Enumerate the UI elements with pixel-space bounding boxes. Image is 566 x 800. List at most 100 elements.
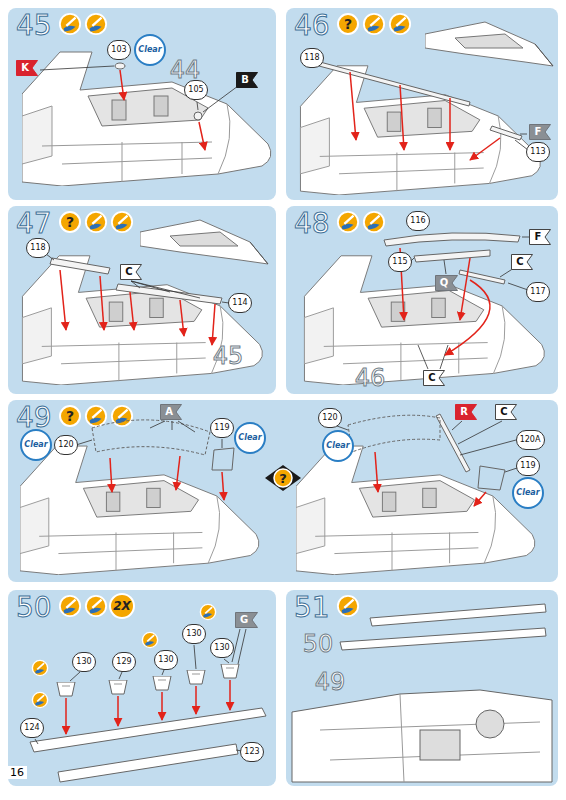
callout-number: 120 xyxy=(54,435,78,455)
flag-outline xyxy=(530,230,551,245)
aircraft-nose xyxy=(20,22,553,575)
callout-text: 118 xyxy=(304,54,319,62)
callout-text: 118 xyxy=(30,244,45,252)
callout-text: 119 xyxy=(520,462,535,470)
callout-number: 113 xyxy=(526,142,550,162)
assembly-arrow xyxy=(445,280,490,355)
kit-part xyxy=(194,112,202,120)
assembly-arrow xyxy=(375,452,378,492)
paint-icon xyxy=(142,632,157,647)
assembly-arrow xyxy=(117,696,119,726)
callout-number: 119 xyxy=(516,456,540,476)
paint-icon xyxy=(338,596,358,616)
kit-part xyxy=(420,730,460,760)
callout-number: 118 xyxy=(300,48,324,68)
paint-icon xyxy=(364,212,384,232)
leader-line xyxy=(460,440,516,455)
flag-outline xyxy=(424,371,445,386)
kit-part xyxy=(476,710,504,738)
leader-line xyxy=(35,739,38,744)
callout-text: 115 xyxy=(392,258,407,266)
assembly-arrow xyxy=(195,686,197,714)
pylon-part xyxy=(153,676,171,690)
assembly-arrow xyxy=(60,270,66,330)
callout-number: 114 xyxy=(228,293,252,313)
assembly-arrow xyxy=(176,456,180,490)
leader-line xyxy=(70,672,80,681)
assembly-arrow xyxy=(120,70,124,100)
paint-flag: B xyxy=(236,72,258,88)
help-mark: ? xyxy=(344,17,352,31)
paint-icon xyxy=(32,660,47,675)
callout-text: 130 xyxy=(214,644,229,652)
kit-part xyxy=(212,448,234,470)
callout-text: 103 xyxy=(111,46,126,54)
step-number: 46 xyxy=(294,11,330,42)
badge-text: Clear xyxy=(326,442,349,450)
kit-part xyxy=(490,126,522,140)
paint-icon xyxy=(364,14,384,34)
callout-text: 116 xyxy=(410,217,425,225)
option-diamond: ? xyxy=(265,465,301,491)
pylon-part xyxy=(221,664,239,678)
canopy-part xyxy=(92,415,440,455)
step-number: 47 xyxy=(16,209,52,240)
leader-line xyxy=(150,421,195,432)
leader-line xyxy=(162,670,164,675)
aircraft-nose xyxy=(20,446,259,575)
clear-paint-badge: Clear xyxy=(322,430,354,462)
paint-icon xyxy=(390,14,410,34)
paint-flag: F xyxy=(529,124,551,140)
kit-part xyxy=(320,694,540,782)
paint-icon xyxy=(112,212,132,232)
kit-part xyxy=(436,414,470,472)
aircraft-nose xyxy=(22,52,271,186)
callout-text: 130 xyxy=(76,658,91,666)
panel-ground xyxy=(286,206,558,394)
kit-part xyxy=(116,284,222,304)
clear-paint-badge: Clear xyxy=(20,429,52,461)
callout-text: 120A xyxy=(520,436,541,444)
flag-outline xyxy=(496,405,517,420)
leader-line xyxy=(418,345,448,369)
paint-code: F xyxy=(535,232,542,242)
callout-text: 130 xyxy=(158,656,173,664)
paint-flag: F xyxy=(529,229,551,245)
assembly-arrow xyxy=(449,98,451,150)
kit-part xyxy=(414,250,490,262)
panel-ground xyxy=(8,8,276,200)
callout-number: 115 xyxy=(388,252,412,272)
kit-part xyxy=(58,744,238,782)
aircraft-nose xyxy=(304,256,544,385)
badge-text: Clear xyxy=(238,434,261,442)
leader-line xyxy=(40,66,114,70)
assembly-arrow xyxy=(212,304,215,345)
diamond-outline xyxy=(265,465,301,491)
paint-icon xyxy=(112,406,132,426)
help-icon: ? xyxy=(59,405,81,427)
assembly-arrow xyxy=(199,122,205,150)
assembly-number: 50 xyxy=(303,632,334,656)
leader-line xyxy=(520,134,527,135)
flag-outline xyxy=(121,265,142,280)
panel-ground xyxy=(8,206,276,394)
assembly-arrow xyxy=(65,698,67,734)
paint-icon xyxy=(86,596,106,616)
paint-flag: C xyxy=(120,264,142,280)
pylon-part xyxy=(109,680,127,694)
clear-paint-badge: Clear xyxy=(512,477,544,509)
leader-line xyxy=(444,260,446,274)
paint-code: B xyxy=(241,75,249,85)
paint-icon xyxy=(60,14,80,34)
paint-flag: C xyxy=(511,254,533,270)
quantity-badge: 2X xyxy=(109,593,135,619)
kit-part xyxy=(50,258,110,274)
callout-number: 120A xyxy=(516,430,545,450)
paint-icon xyxy=(86,406,106,426)
leader-line xyxy=(452,421,462,430)
help-icon: ? xyxy=(59,211,81,233)
step-panel: 45103ClearK105B xyxy=(8,8,276,200)
panel-ground xyxy=(8,400,558,582)
quantity-text: 2X xyxy=(113,600,131,612)
